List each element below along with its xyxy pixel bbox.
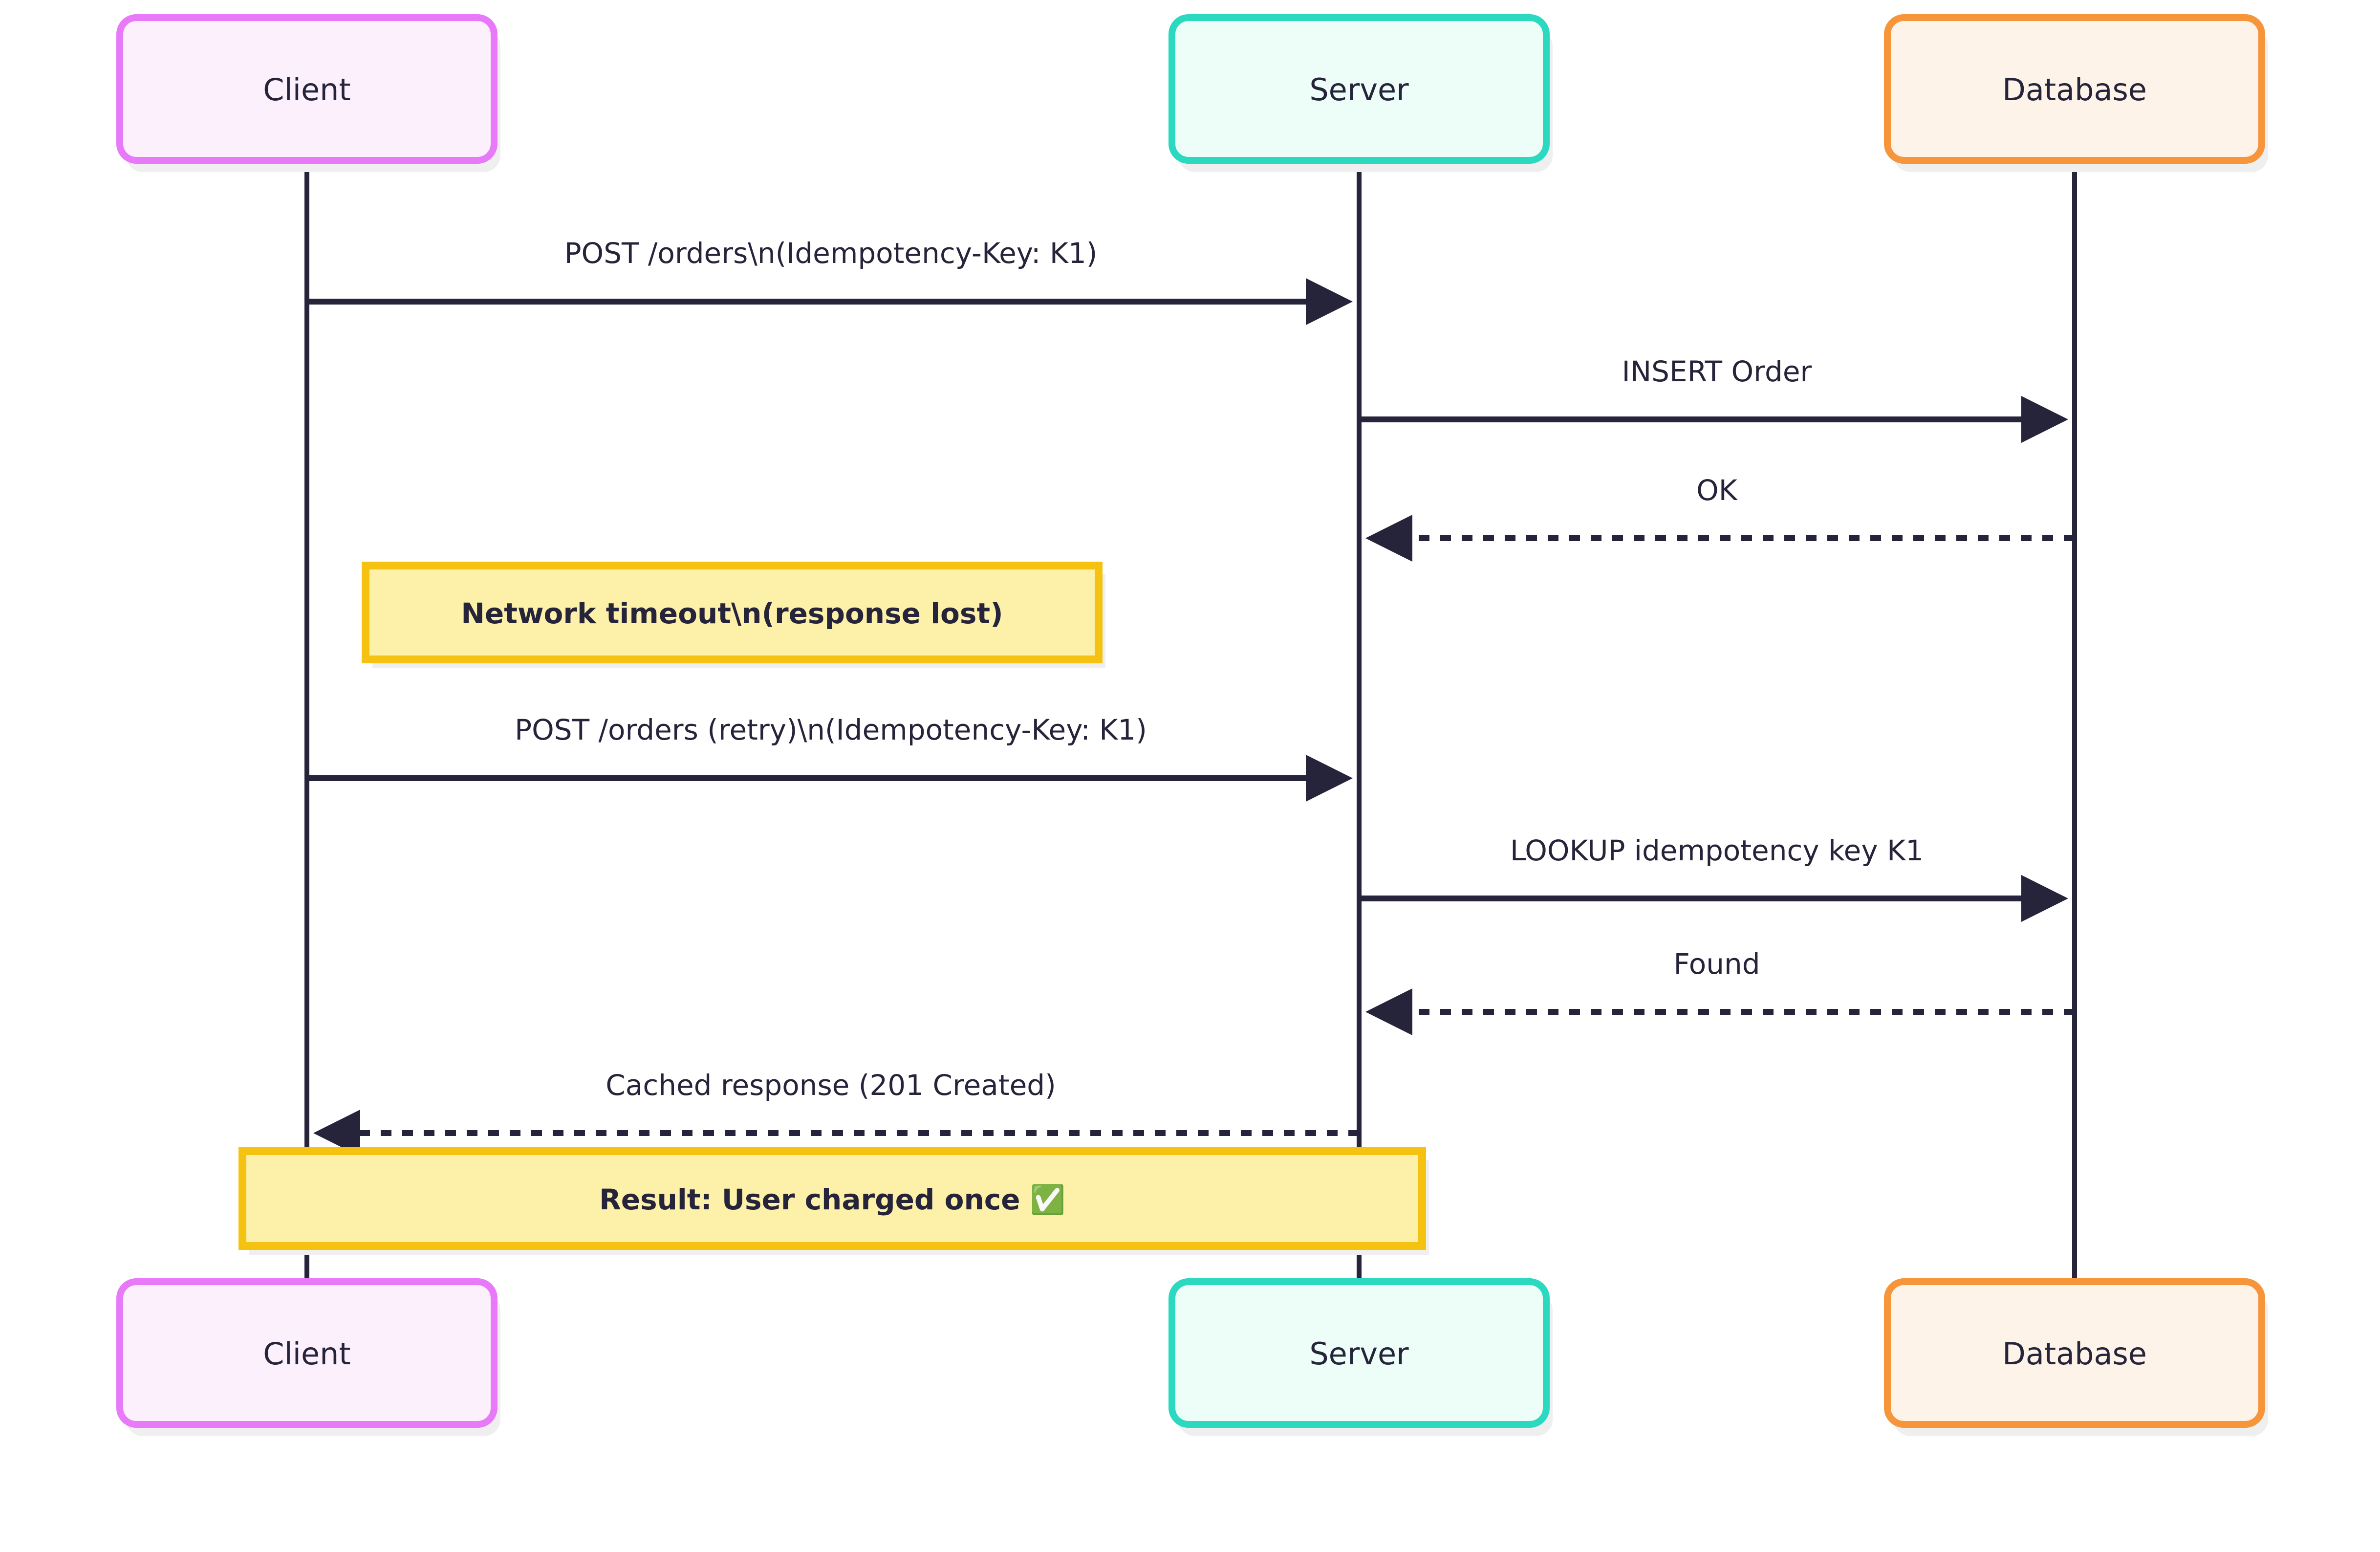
message-1-label: POST /orders\n(Idempotency-Key: K1) <box>564 237 1098 270</box>
participant-client-bottom[interactable]: Client <box>116 1278 500 1436</box>
participant-box <box>1168 1278 1550 1428</box>
message-3-ok[interactable]: OK <box>1365 474 2075 562</box>
message-4-post-orders-retry[interactable]: POST /orders (retry)\n(Idempotency-Key: … <box>307 713 1353 802</box>
participant-label-server-top: Server <box>1309 72 1409 108</box>
message-2-insert-order[interactable]: INSERT Order <box>1359 355 2068 443</box>
message-5-label: LOOKUP idempotency key K1 <box>1510 834 1924 867</box>
note-result[interactable]: Result: User charged once ✅ <box>238 1147 1429 1255</box>
message-6-found[interactable]: Found <box>1365 947 2075 1035</box>
note-network-timeout[interactable]: Network timeout\n(response lost) <box>362 562 1105 668</box>
participant-client-top[interactable]: Client <box>116 14 500 172</box>
participant-boxes-bottom: Client Server Database <box>116 1278 2268 1436</box>
message-4-arrowhead <box>1306 755 1353 802</box>
message-1-arrowhead <box>1306 278 1353 325</box>
participant-box <box>1884 1278 2265 1428</box>
lifelines-group <box>304 161 2077 1320</box>
message-7-arrowhead <box>313 1110 360 1157</box>
participant-database-top[interactable]: Database <box>1884 14 2268 172</box>
participant-box <box>116 1278 498 1428</box>
message-6-arrowhead <box>1365 988 1412 1035</box>
participant-label-database-top: Database <box>2002 72 2147 108</box>
note-box <box>362 562 1103 663</box>
message-6-label: Found <box>1673 947 1760 981</box>
note-result-label: Result: User charged once ✅ <box>599 1183 1065 1216</box>
participant-database-bottom[interactable]: Database <box>1884 1278 2268 1436</box>
note-box <box>238 1147 1426 1250</box>
message-2-label: INSERT Order <box>1622 355 1812 388</box>
message-4-label: POST /orders (retry)\n(Idempotency-Key: … <box>515 713 1147 746</box>
message-1-post-orders[interactable]: POST /orders\n(Idempotency-Key: K1) <box>307 237 1353 325</box>
message-7-cached-response[interactable]: Cached response (201 Created) <box>313 1069 1359 1157</box>
participant-boxes-top: Client Server Database <box>116 14 2268 172</box>
message-2-arrowhead <box>2021 396 2068 443</box>
note-network-timeout-label: Network timeout\n(response lost) <box>461 597 1003 630</box>
participant-label-server-bottom: Server <box>1309 1336 1409 1372</box>
message-3-arrowhead <box>1365 515 1412 562</box>
message-5-arrowhead <box>2021 875 2068 922</box>
participant-label-client-top: Client <box>263 72 351 108</box>
message-3-label: OK <box>1696 474 1738 507</box>
message-7-label: Cached response (201 Created) <box>606 1069 1056 1102</box>
participant-server-top[interactable]: Server <box>1168 14 1553 172</box>
participant-box <box>1884 14 2265 164</box>
participant-server-bottom[interactable]: Server <box>1168 1278 1553 1436</box>
participant-box <box>1168 14 1550 164</box>
participant-label-client-bottom: Client <box>263 1336 351 1372</box>
message-5-lookup-idempotency-key[interactable]: LOOKUP idempotency key K1 <box>1359 834 2068 922</box>
participant-label-database-bottom: Database <box>2002 1336 2147 1372</box>
participant-box <box>116 14 498 164</box>
